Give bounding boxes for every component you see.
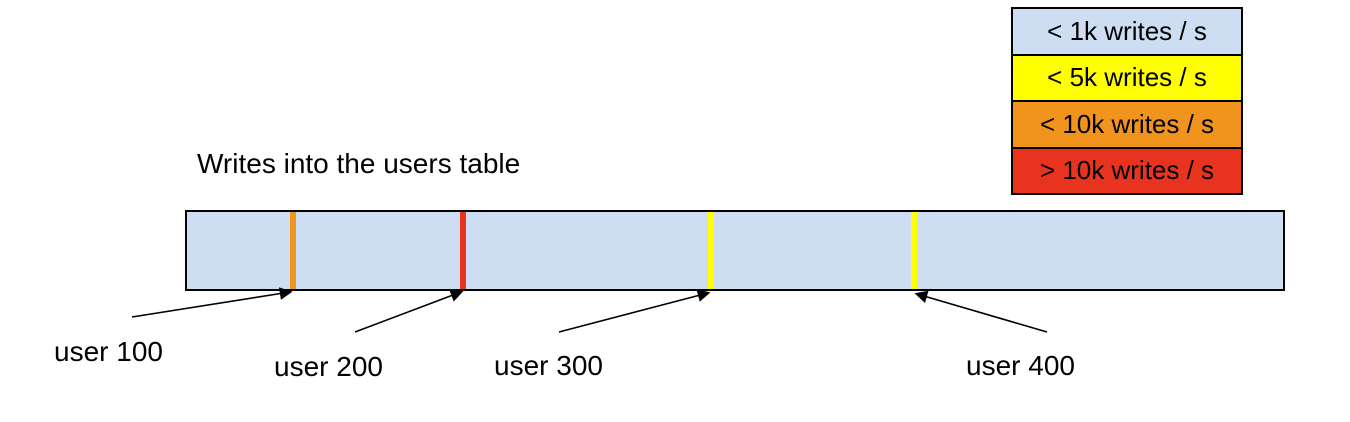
legend-item-lt-5k-label: < 5k writes / s bbox=[1047, 62, 1207, 93]
label-user-400: user 400 bbox=[966, 350, 1075, 381]
legend-item-lt-5k: < 5k writes / s bbox=[1013, 53, 1241, 100]
arrow-user-200 bbox=[354, 289, 464, 333]
hotspot-stripe-user-200 bbox=[460, 212, 466, 289]
legend-item-lt-1k: < 1k writes / s bbox=[1013, 9, 1241, 54]
hotspot-stripe-user-100 bbox=[290, 212, 296, 289]
label-user-300: user 300 bbox=[494, 350, 603, 381]
hotspot-stripe-user-300 bbox=[708, 212, 714, 289]
users-table-bar bbox=[185, 210, 1285, 291]
legend-item-lt-1k-label: < 1k writes / s bbox=[1047, 15, 1207, 46]
legend-item-lt-10k-label: < 10k writes / s bbox=[1039, 108, 1215, 139]
legend-item-gt-10k: > 10k writes / s bbox=[1013, 146, 1241, 193]
hotspot-stripe-user-400 bbox=[911, 212, 917, 289]
arrow-user-400 bbox=[914, 290, 1048, 333]
diagram-title: Writes into the users table bbox=[197, 148, 521, 179]
legend-item-lt-10k: < 10k writes / s bbox=[1013, 100, 1241, 147]
label-user-200: user 200 bbox=[274, 351, 383, 382]
arrow-user-300 bbox=[558, 289, 711, 333]
legend-item-gt-10k-label: > 10k writes / s bbox=[1039, 155, 1215, 186]
label-user-100: user 100 bbox=[54, 336, 163, 367]
arrow-user-100 bbox=[131, 287, 293, 318]
legend: < 1k writes / s < 5k writes / s < 10k wr… bbox=[1011, 7, 1243, 195]
